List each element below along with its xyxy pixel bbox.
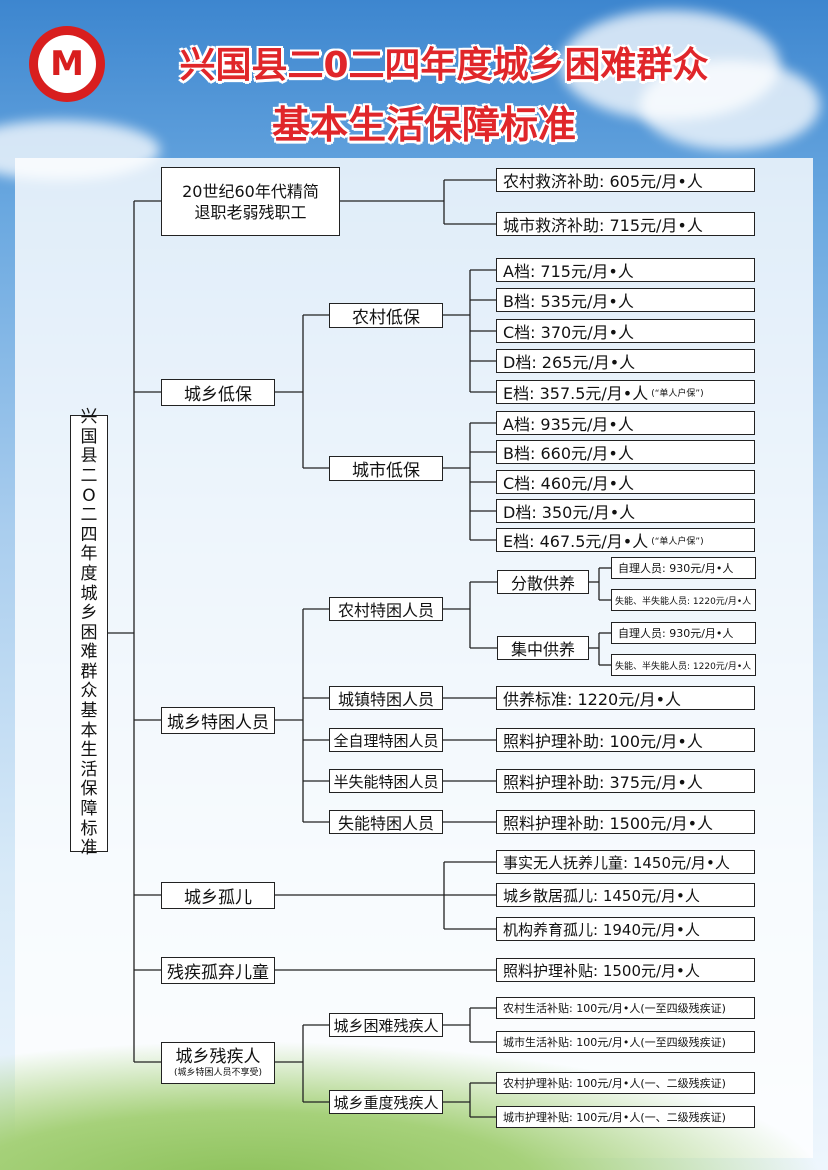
civil-affairs-logo-icon: M [29,26,105,102]
category-disabled-note: (城乡特困人员不享受) [173,1068,263,1078]
vertical-title-char: 众 [80,681,98,702]
tekun-half-disabled-standard: 照料护理补助: 375元/月•人 [496,769,755,793]
rural-dibao-grade: C档: 370元/月•人 [496,319,755,343]
rural-dibao-label: 农村低保 [329,303,443,328]
disabled-hardship: 城乡困难残疾人 [329,1013,443,1037]
tekun-centralized-disabled-care: 失能、半失能人员: 1220元/月•人 [611,654,756,676]
vertical-title-char: 基 [80,701,98,722]
urban-dibao-grade: A档: 935元/月•人 [496,411,755,435]
vertical-title-char: 生 [80,740,98,761]
title-line-1: 兴国县二0二四年度城乡困难群众 [179,45,709,86]
category-retired-workers: 20世纪60年代精简 退职老弱残职工 [161,167,340,236]
tekun-full-self-care-standard: 照料护理补助: 100元/月•人 [496,728,755,752]
disabled-child-item: 照料护理补贴: 1500元/月•人 [496,958,755,982]
urban-dibao-grade: C档: 460元/月•人 [496,470,755,494]
vertical-title-char: 本 [80,720,98,741]
vertical-title-char: 度 [80,563,98,584]
urban-dibao-grade: D档: 350元/月•人 [496,499,755,523]
title-line-2: 基本生活保障标准 [271,103,576,147]
rural-dibao-e-value: E档: 357.5元/月•人 [503,384,649,403]
vertical-title-char: 二 [80,465,98,486]
category-tekun: 城乡特困人员 [161,707,275,734]
retired-item: 城市救济补助: 715元/月•人 [496,212,755,236]
vertical-title-char: 国 [80,426,98,447]
tekun-rural: 农村特困人员 [329,597,443,621]
category-disabled-child: 残疾孤弃儿童 [161,957,275,984]
vertical-title-char: 障 [80,799,98,820]
tekun-town-standard: 供养标准: 1220元/月•人 [496,686,755,710]
vertical-title-char: 城 [80,583,98,604]
vertical-title-char: 标 [80,818,98,839]
vertical-title-char: 乡 [80,603,98,624]
tekun-half-disabled: 半失能特困人员 [329,769,443,793]
disabled-subsidy-item: 城市生活补贴: 100元/月•人(一至四级残疾证) [496,1031,755,1053]
vertical-title-char: 准 [80,838,98,859]
urban-dibao-e-value: E档: 467.5元/月•人 [503,532,649,551]
disabled-subsidy-item: 城市护理补贴: 100元/月•人(一、二级残疾证) [496,1106,755,1128]
disabled-subsidy-item: 农村生活补贴: 100元/月•人(一至四级残疾证) [496,997,755,1019]
urban-dibao-grade-e: E档: 467.5元/月•人 (“单人户保”) [496,528,755,552]
urban-dibao-grade: B档: 660元/月•人 [496,440,755,464]
retired-item: 农村救济补助: 605元/月•人 [496,168,755,192]
category-orphan: 城乡孤儿 [161,882,275,909]
rural-dibao-grade-e: E档: 357.5元/月•人 (“单人户保”) [496,380,755,404]
rural-dibao-grade: B档: 535元/月•人 [496,288,755,312]
vertical-title-char: O [82,485,96,506]
logo-glyph: M [38,35,96,93]
vertical-title-char: 难 [80,642,98,663]
rural-dibao-grade: D档: 265元/月•人 [496,349,755,373]
vertical-title-char: 二 [80,505,98,526]
tekun-dispersed-disabled-care: 失能、半失能人员: 1220元/月•人 [611,589,756,611]
category-disabled-label: 城乡残疾人 [175,1047,261,1067]
tekun-dispersed: 分散供养 [497,570,589,594]
vertical-title-char: 四 [80,524,98,545]
orphan-item: 城乡散居孤儿: 1450元/月•人 [496,883,755,907]
rural-dibao-grade: A档: 715元/月•人 [496,258,755,282]
orphan-item: 事实无人抚养儿童: 1450元/月•人 [496,850,755,874]
tekun-centralized: 集中供养 [497,636,589,660]
vertical-title-char: 保 [80,779,98,800]
vertical-title-char: 困 [80,622,98,643]
vertical-title-char: 兴 [80,407,98,428]
vertical-title-char: 群 [80,661,98,682]
cloud [640,60,820,150]
vertical-title-char: 活 [80,759,98,780]
tekun-disabled: 失能特困人员 [329,810,443,834]
rural-dibao-e-note: (“单人户保”) [651,388,704,399]
urban-dibao-label: 城市低保 [329,456,443,481]
tekun-disabled-standard: 照料护理补助: 1500元/月•人 [496,810,755,834]
disabled-subsidy-item: 农村护理补贴: 100元/月•人(一、二级残疾证) [496,1072,755,1094]
vertical-title-char: 县 [80,446,98,467]
category-dibao: 城乡低保 [161,379,275,406]
disabled-severe: 城乡重度残疾人 [329,1090,443,1114]
vertical-title-char: 年 [80,544,98,565]
tekun-dispersed-self-care: 自理人员: 930元/月•人 [611,557,756,579]
urban-dibao-e-note: (“单人户保”) [651,536,704,547]
tekun-full-self-care: 全自理特困人员 [329,728,443,752]
category-disabled: 城乡残疾人 (城乡特困人员不享受) [161,1042,275,1084]
tekun-town: 城镇特困人员 [329,686,443,710]
tekun-centralized-self-care: 自理人员: 930元/月•人 [611,622,756,644]
orphan-item: 机构养育孤儿: 1940元/月•人 [496,917,755,941]
